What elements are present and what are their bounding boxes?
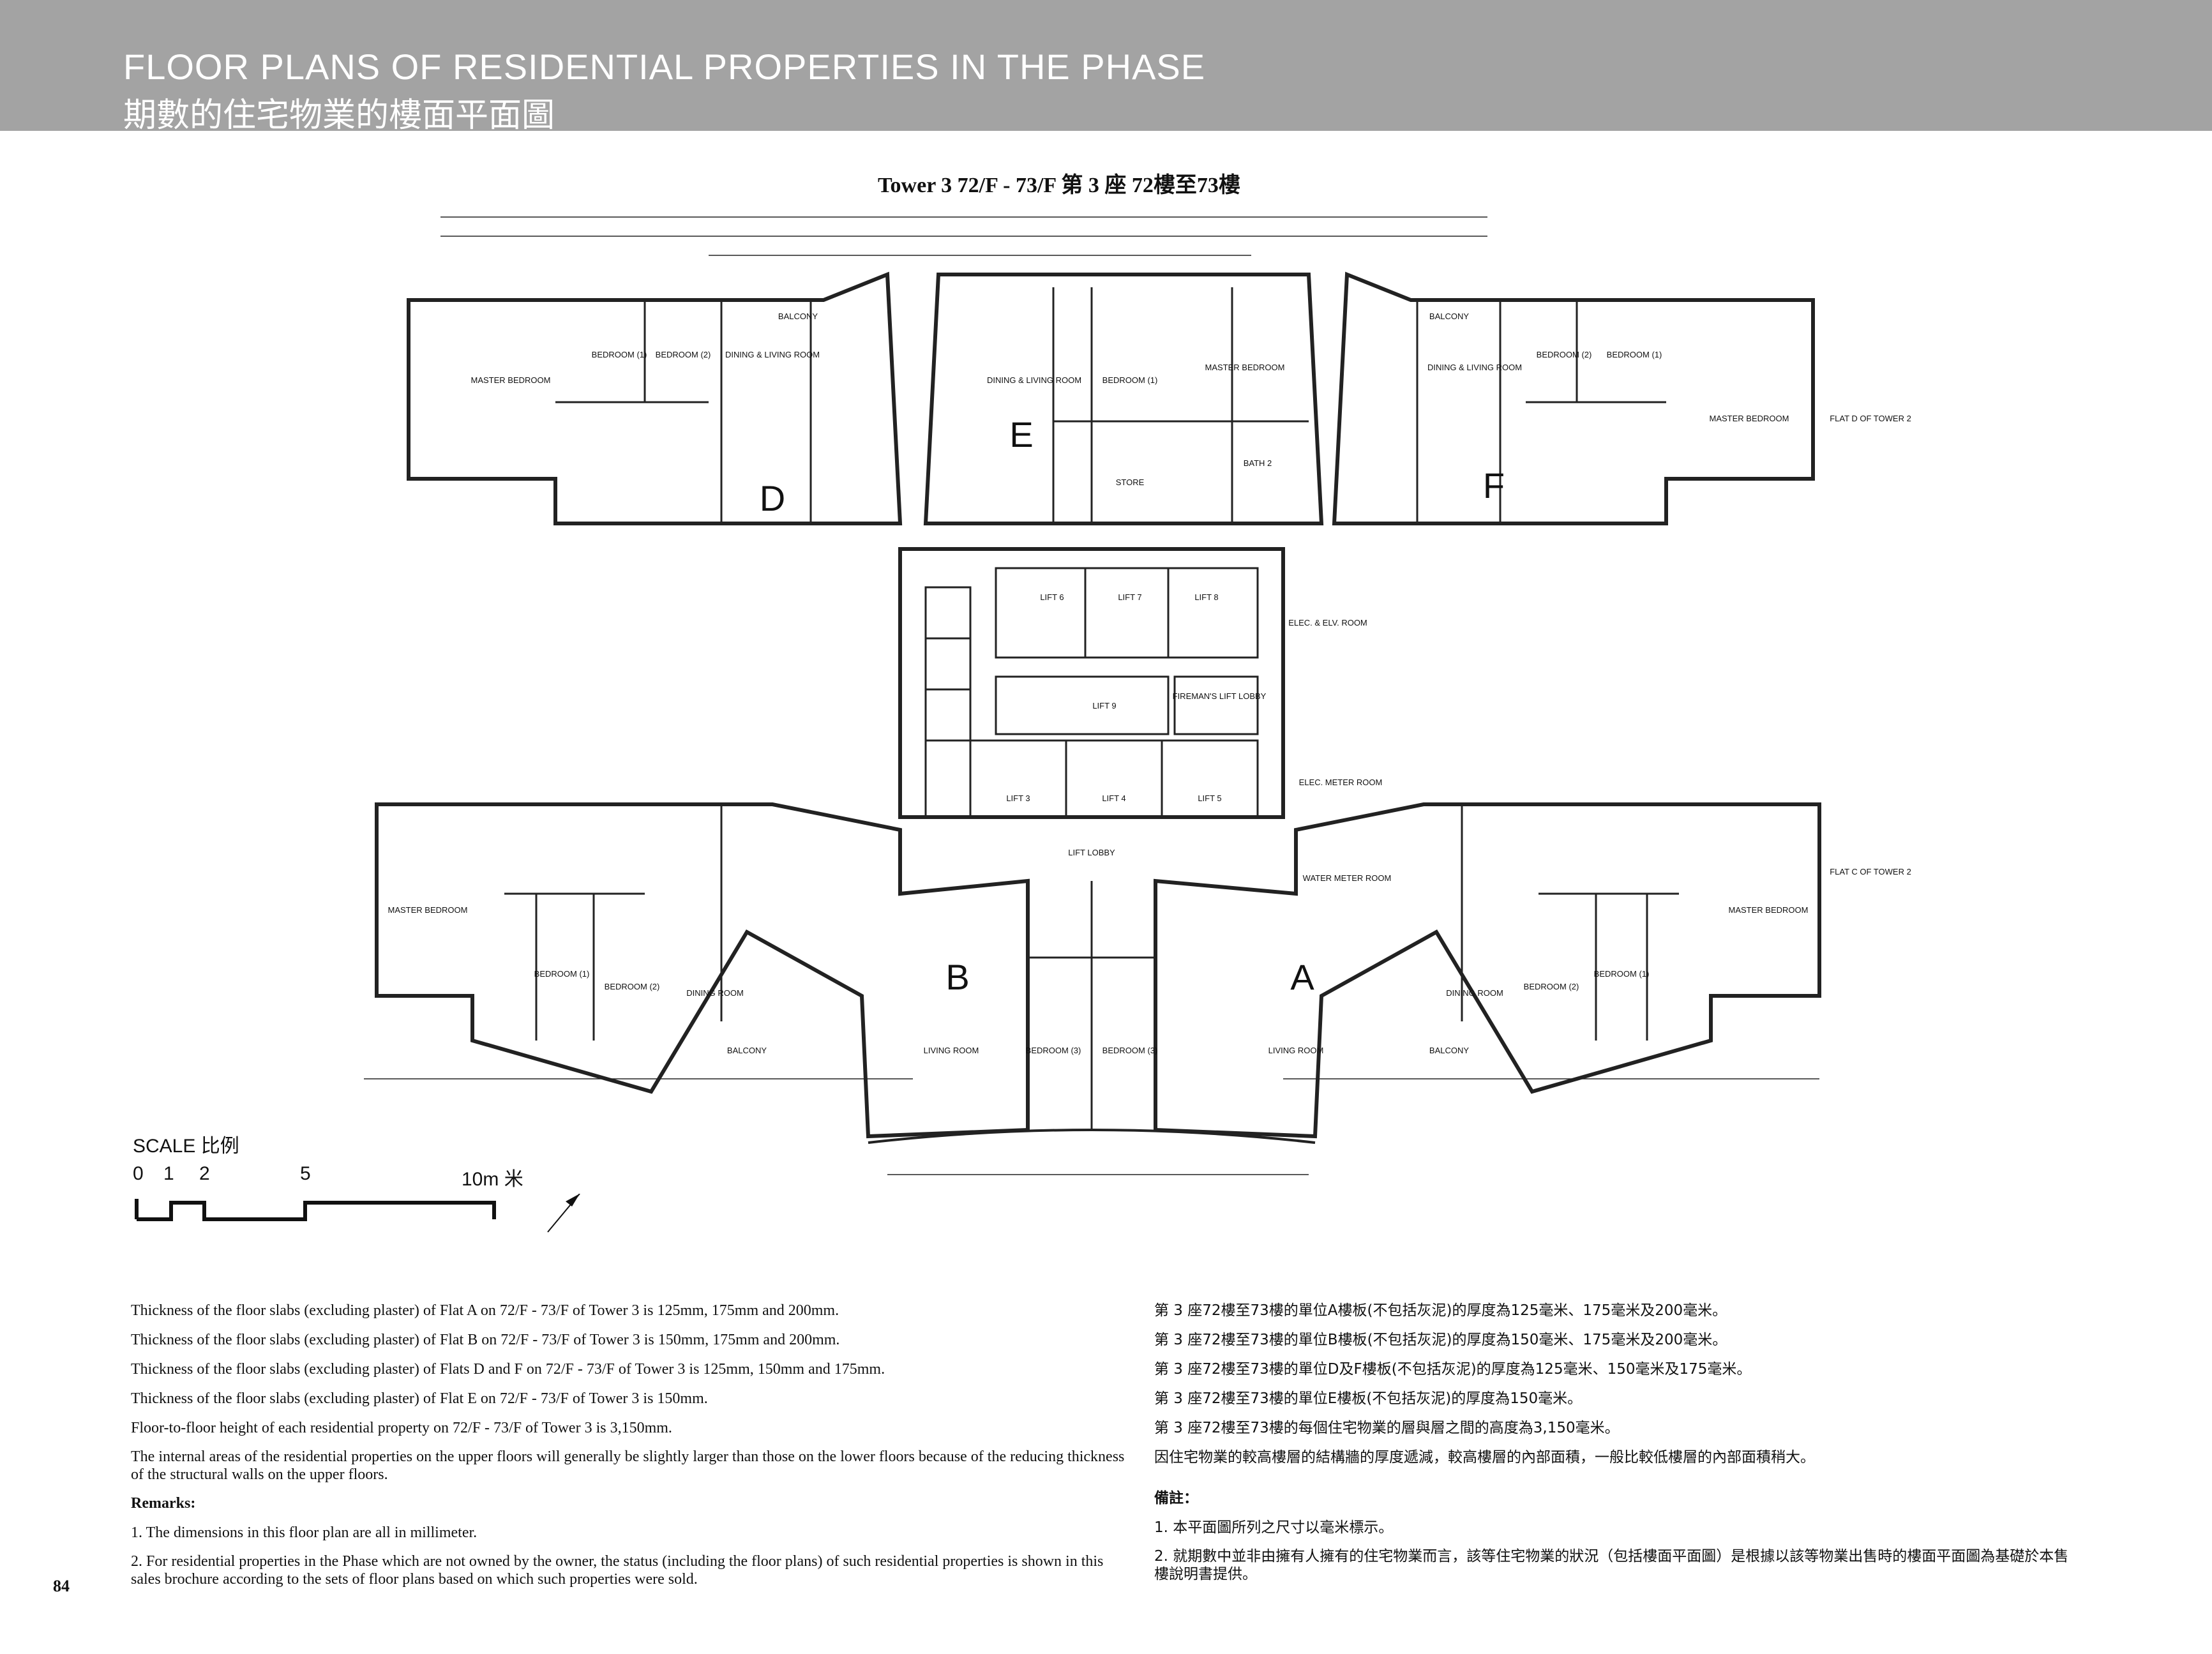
svg-text:BEDROOM (2): BEDROOM (2) bbox=[605, 982, 660, 991]
svg-text:LIVING ROOM: LIVING ROOM bbox=[924, 1046, 979, 1055]
note-en-6: The internal areas of the residential pr… bbox=[131, 1448, 1125, 1483]
svg-text:MASTER BEDROOM: MASTER BEDROOM bbox=[1205, 363, 1285, 372]
svg-text:DINING ROOM: DINING ROOM bbox=[1446, 988, 1503, 998]
svg-text:WATER METER ROOM: WATER METER ROOM bbox=[1303, 873, 1392, 883]
svg-text:LIFT 5: LIFT 5 bbox=[1198, 793, 1221, 803]
svg-text:BEDROOM (1): BEDROOM (1) bbox=[534, 969, 590, 979]
svg-text:DINING & LIVING ROOM: DINING & LIVING ROOM bbox=[1427, 363, 1522, 372]
scale-bar: SCALE 比例 0 1 2 5 10m 米 bbox=[133, 1130, 618, 1238]
svg-text:FLAT C OF TOWER 2: FLAT C OF TOWER 2 bbox=[1830, 867, 1911, 876]
header-title-zh: 期數的住宅物業的樓面平面圖 bbox=[123, 96, 555, 135]
svg-text:LIFT 6: LIFT 6 bbox=[1040, 592, 1064, 602]
scale-tick-1: 1 bbox=[163, 1163, 174, 1184]
svg-text:BALCONY: BALCONY bbox=[727, 1046, 767, 1055]
unit-label-b: B bbox=[945, 957, 969, 997]
svg-text:BEDROOM (2): BEDROOM (2) bbox=[656, 350, 711, 359]
note-zh-2: 第 3 座72樓至73樓的單位B樓板(不包括灰泥)的厚度為150毫米、175毫米… bbox=[1154, 1332, 1727, 1348]
note-zh-3: 第 3 座72樓至73樓的單位D及F樓板(不包括灰泥)的厚度為125毫米、150… bbox=[1154, 1361, 1752, 1378]
svg-text:MASTER BEDROOM: MASTER BEDROOM bbox=[471, 375, 551, 385]
note-zh-1: 第 3 座72樓至73樓的單位A樓板(不包括灰泥)的厚度為125毫米、175毫米… bbox=[1154, 1302, 1727, 1319]
svg-text:BEDROOM (3): BEDROOM (3) bbox=[1102, 1046, 1158, 1055]
page-number: 84 bbox=[53, 1577, 70, 1595]
notes-chinese: 第 3 座72樓至73樓的單位A樓板(不包括灰泥)的厚度為125毫米、175毫米… bbox=[1154, 1296, 2080, 1588]
scale-bar-graphic bbox=[135, 1194, 580, 1233]
notes-english: Thickness of the floor slabs (excluding … bbox=[131, 1296, 1127, 1593]
svg-text:BALCONY: BALCONY bbox=[778, 312, 818, 321]
note-zh-5: 第 3 座72樓至73樓的每個住宅物業的層與層之間的高度為3,150毫米。 bbox=[1154, 1420, 1620, 1436]
note-en-5: Floor-to-floor height of each residentia… bbox=[131, 1420, 672, 1436]
svg-text:LIFT 3: LIFT 3 bbox=[1006, 793, 1030, 803]
remarks-heading-zh: 備註： bbox=[1154, 1490, 1198, 1507]
header-title-en: FLOOR PLANS OF RESIDENTIAL PROPERTIES IN… bbox=[123, 47, 1206, 87]
svg-text:DINING ROOM: DINING ROOM bbox=[686, 988, 744, 998]
note-en-4: Thickness of the floor slabs (excluding … bbox=[131, 1390, 708, 1407]
page-header: FLOOR PLANS OF RESIDENTIAL PROPERTIES IN… bbox=[0, 0, 2212, 135]
svg-text:FIREMAN'S LIFT LOBBY: FIREMAN'S LIFT LOBBY bbox=[1173, 691, 1267, 701]
svg-text:STORE: STORE bbox=[1116, 477, 1145, 487]
unit-label-e: E bbox=[1009, 414, 1033, 455]
note-zh-6: 因住宅物業的較高樓層的結構牆的厚度遞減，較高樓層的內部面積，一般比較低樓層的內部… bbox=[1154, 1449, 1815, 1466]
svg-text:BEDROOM (2): BEDROOM (2) bbox=[1537, 350, 1592, 359]
scale-tick-2: 2 bbox=[199, 1163, 210, 1184]
svg-text:BEDROOM (1): BEDROOM (1) bbox=[1594, 969, 1650, 979]
svg-text:LIFT 7: LIFT 7 bbox=[1118, 592, 1141, 602]
remark-zh-2: 2. 就期數中並非由擁有人擁有的住宅物業而言，該等住宅物業的狀況（包括樓面平面圖… bbox=[1154, 1548, 2069, 1583]
note-zh-4: 第 3 座72樓至73樓的單位E樓板(不包括灰泥)的厚度為150毫米。 bbox=[1154, 1390, 1583, 1407]
scale-tick-5: 5 bbox=[300, 1163, 311, 1184]
svg-text:ELEC. METER ROOM: ELEC. METER ROOM bbox=[1299, 778, 1383, 787]
remarks-heading-en: Remarks: bbox=[131, 1495, 196, 1512]
svg-text:LIVING ROOM: LIVING ROOM bbox=[1268, 1046, 1324, 1055]
svg-text:DINING & LIVING ROOM: DINING & LIVING ROOM bbox=[987, 375, 1081, 385]
remark-zh-1: 1. 本平面圖所列之尺寸以毫米標示。 bbox=[1154, 1519, 1394, 1536]
unit-label-d: D bbox=[760, 478, 785, 518]
svg-text:BALCONY: BALCONY bbox=[1429, 312, 1469, 321]
note-en-2: Thickness of the floor slabs (excluding … bbox=[131, 1332, 840, 1348]
floor-plan: MASTER BEDROOM BEDROOM (1) BEDROOM (2) D… bbox=[262, 192, 1922, 1191]
svg-text:DINING & LIVING ROOM: DINING & LIVING ROOM bbox=[725, 350, 820, 359]
unit-label-f: F bbox=[1483, 465, 1505, 506]
svg-text:MASTER BEDROOM: MASTER BEDROOM bbox=[1710, 414, 1789, 423]
svg-text:BEDROOM (1): BEDROOM (1) bbox=[1102, 375, 1158, 385]
svg-text:MASTER BEDROOM: MASTER BEDROOM bbox=[1729, 905, 1809, 915]
svg-text:LIFT 8: LIFT 8 bbox=[1194, 592, 1218, 602]
svg-text:FLAT D OF TOWER 2: FLAT D OF TOWER 2 bbox=[1830, 414, 1911, 423]
svg-text:BATH 2: BATH 2 bbox=[1244, 458, 1272, 468]
svg-text:BEDROOM (1): BEDROOM (1) bbox=[1607, 350, 1662, 359]
svg-text:LIFT 9: LIFT 9 bbox=[1092, 701, 1116, 710]
remark-en-1: 1. The dimensions in this floor plan are… bbox=[131, 1524, 478, 1541]
unit-label-a: A bbox=[1290, 957, 1314, 997]
svg-text:MASTER BEDROOM: MASTER BEDROOM bbox=[388, 905, 468, 915]
remark-en-2: 2. For residential properties in the Pha… bbox=[131, 1553, 1104, 1588]
note-en-1: Thickness of the floor slabs (excluding … bbox=[131, 1302, 839, 1319]
svg-text:BALCONY: BALCONY bbox=[1429, 1046, 1469, 1055]
scale-tick-0: 0 bbox=[133, 1163, 144, 1184]
svg-text:LIFT LOBBY: LIFT LOBBY bbox=[1068, 848, 1115, 857]
svg-text:ELEC. & ELV. ROOM: ELEC. & ELV. ROOM bbox=[1288, 618, 1367, 628]
plan-title: Tower 3 72/F - 73/F 第 3 座 72樓至73樓 bbox=[878, 174, 1240, 197]
note-en-3: Thickness of the floor slabs (excluding … bbox=[131, 1361, 885, 1378]
svg-text:BEDROOM (2): BEDROOM (2) bbox=[1524, 982, 1579, 991]
svg-text:BEDROOM (3): BEDROOM (3) bbox=[1026, 1046, 1081, 1055]
scale-tick-10: 10m 米 bbox=[462, 1169, 523, 1190]
scale-label: SCALE 比例 bbox=[133, 1136, 239, 1157]
svg-text:BEDROOM (1): BEDROOM (1) bbox=[592, 350, 647, 359]
svg-text:LIFT 4: LIFT 4 bbox=[1102, 793, 1125, 803]
